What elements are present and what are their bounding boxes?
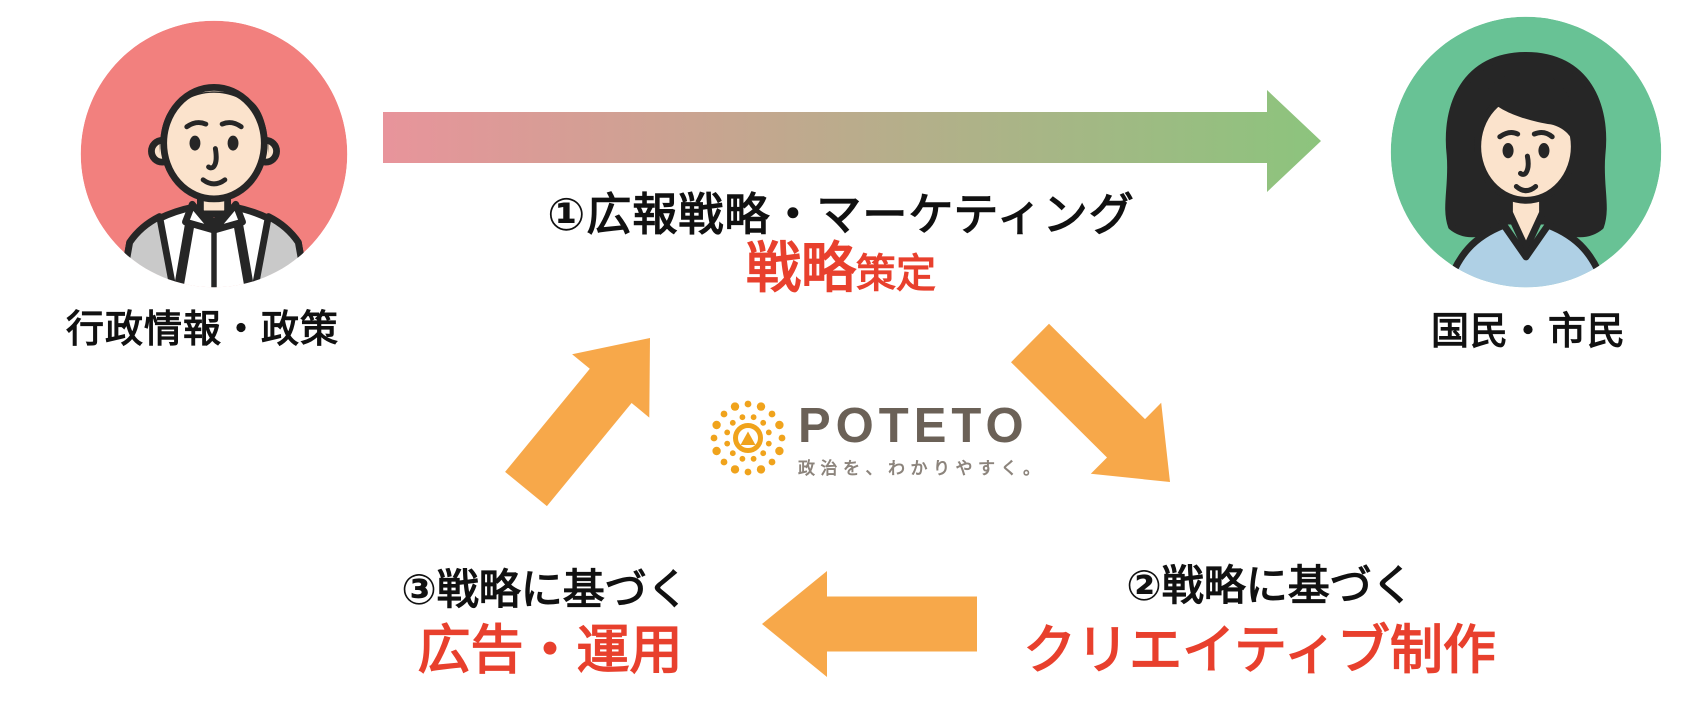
cycle-arrow-left-icon	[762, 571, 977, 677]
citizens-avatar	[1388, 14, 1664, 295]
step3-highlight: 広告・運用	[417, 621, 683, 680]
step2-highlight: クリエイティブ制作	[1023, 621, 1496, 680]
step3-title: ③戦略に基づく	[401, 566, 689, 613]
step1-highlight-main: 戦略	[745, 237, 856, 299]
government-label: 行政情報・政策	[65, 309, 339, 351]
poteto-logo-text: POTETO 政治を、わかりやすく。	[798, 402, 1046, 479]
cycle-arrow-up-right-icon	[505, 338, 650, 507]
step2-title: ②戦略に基づく	[1126, 562, 1414, 609]
poteto-logo-emblem-icon	[706, 396, 790, 485]
poteto-wordmark: POTETO	[798, 399, 1029, 453]
citizens-label: 国民・市民	[1430, 311, 1626, 353]
step1-highlight-sub: 策定	[856, 252, 936, 296]
female-citizen-icon	[1390, 16, 1662, 288]
poteto-tagline: 政治を、わかりやすく。	[798, 459, 1046, 478]
step1-highlight: 戦略策定	[601, 236, 1081, 315]
government-avatar	[78, 18, 350, 295]
gradient-flow-arrow	[383, 90, 1321, 192]
male-official-icon	[80, 20, 348, 288]
step1-title: ①広報戦略・マーケティング	[547, 189, 1135, 240]
